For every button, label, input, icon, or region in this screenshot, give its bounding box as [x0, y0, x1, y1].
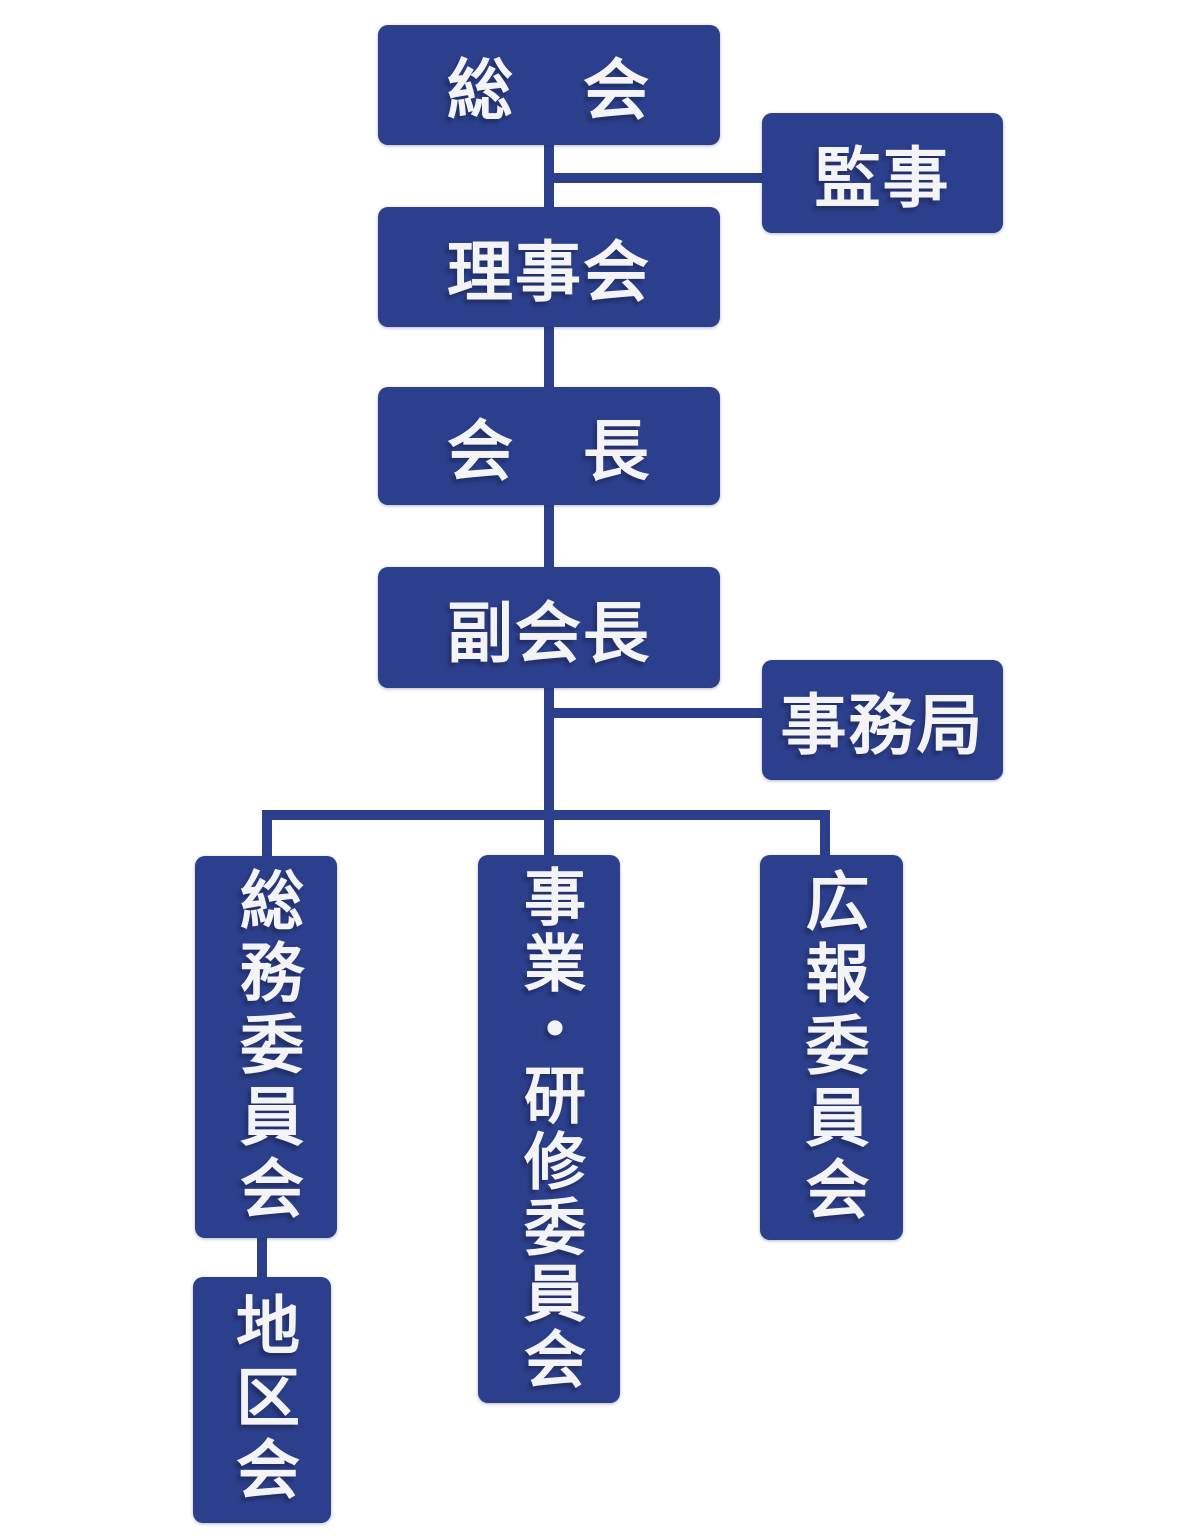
connector-rijikai-kaicho [544, 327, 554, 387]
node-secretariat: 事務局 [762, 660, 1003, 780]
connector-fukukaicho-committees [544, 688, 554, 856]
node-general-affairs-committee: 総務委員会 [195, 856, 337, 1238]
connector-drop-koho [820, 810, 830, 855]
node-district-association: 地区会 [193, 1277, 331, 1523]
node-auditor: 監事 [762, 113, 1003, 233]
connector-soumu-chiku [257, 1238, 267, 1278]
node-projects-training-committee: 事業・研修委員会 [478, 855, 620, 1403]
connector-drop-soumu [262, 810, 272, 856]
node-public-relations-committee: 広報委員会 [760, 855, 903, 1240]
node-vice-president: 副会長 [378, 567, 720, 688]
node-president: 会 長 [378, 387, 720, 505]
node-general-assembly: 総 会 [378, 25, 720, 145]
node-board-of-directors: 理事会 [378, 207, 720, 327]
connector-kaicho-fukukaicho [544, 505, 554, 567]
connector-branch-horizontal [262, 810, 830, 820]
connector-soukai-kanji [549, 173, 762, 183]
connector-fukukaicho-jimukyoku [549, 708, 762, 718]
